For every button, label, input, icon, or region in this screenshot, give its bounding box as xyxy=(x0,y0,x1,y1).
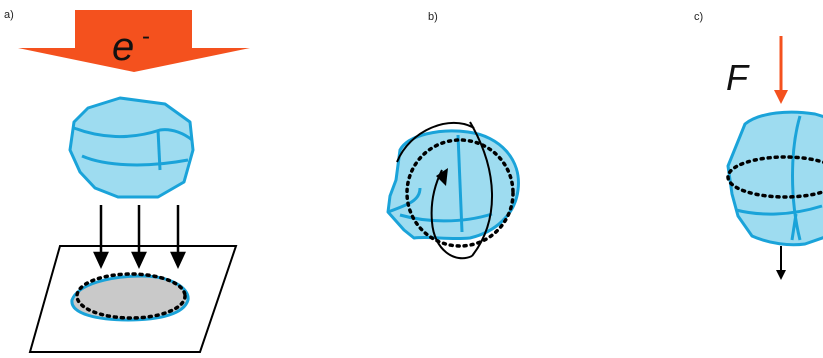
electron-beam-arrow xyxy=(18,10,250,72)
panel-a-label: a) xyxy=(4,9,14,21)
rotation-arrowhead xyxy=(436,168,448,186)
particle-shape-a xyxy=(68,96,195,199)
detector-plane xyxy=(28,245,238,353)
dotted-outline-c xyxy=(726,155,823,199)
rotation-arrow xyxy=(396,121,493,260)
projection-shadow xyxy=(70,272,190,322)
panel-b: b) xyxy=(386,11,520,260)
particle-shape-c xyxy=(726,110,823,247)
force-arrow xyxy=(774,36,788,104)
panel-c: c) F xyxy=(694,11,823,280)
projection-arrows xyxy=(93,205,186,269)
dotted-outline-b xyxy=(405,138,515,248)
reaction-arrow xyxy=(776,246,786,280)
panel-b-label: b) xyxy=(428,11,438,23)
force-symbol: F xyxy=(726,57,750,98)
panel-c-label: c) xyxy=(694,11,703,23)
electron-charge-superscript: - xyxy=(142,23,150,50)
electron-symbol: e xyxy=(112,25,134,69)
panel-a: a) e - xyxy=(4,9,250,353)
